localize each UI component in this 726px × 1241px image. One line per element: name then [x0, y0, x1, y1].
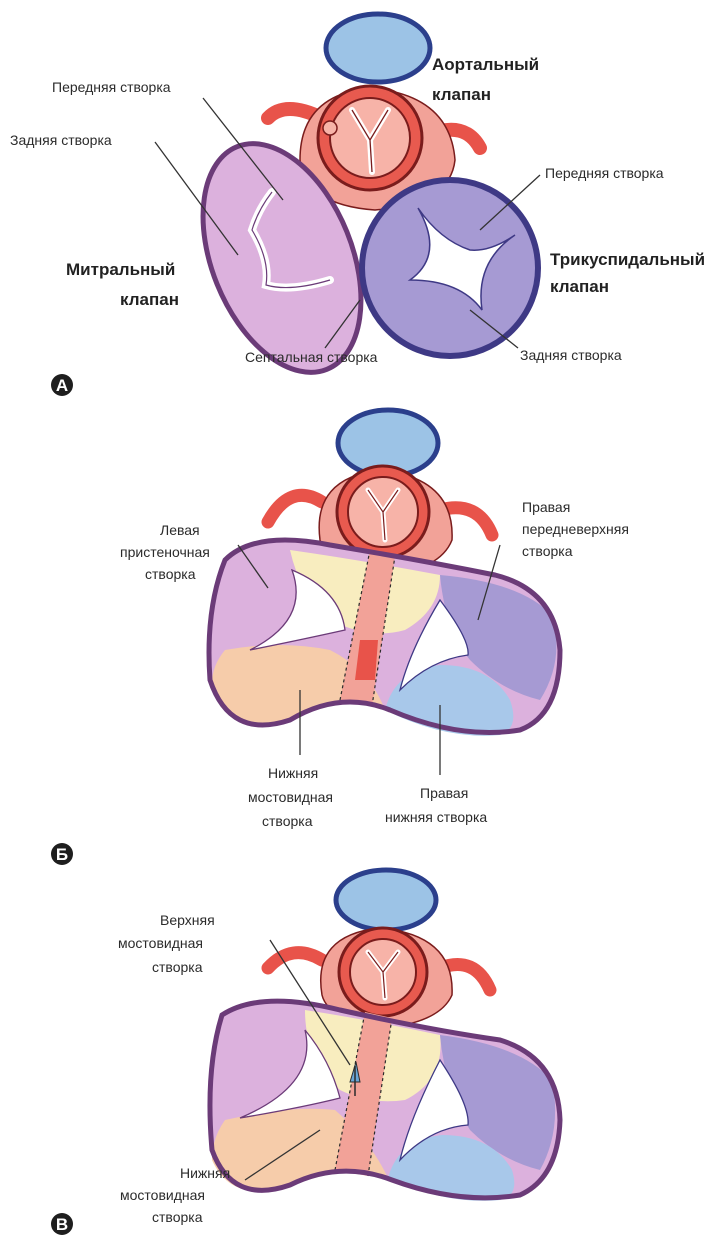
- pulmonary-valve-c: [336, 870, 436, 930]
- panel-c-letter: В: [56, 1215, 68, 1234]
- label-right-antsup-1: Правая: [522, 499, 570, 515]
- label-mitral-valve-2: клапан: [120, 290, 179, 309]
- panel-a: Передняя створка Задняя створка Аортальн…: [10, 14, 705, 396]
- label-inferior-bridging-b-3: створка: [262, 813, 313, 829]
- label-mitral-valve-1: Митральный: [66, 260, 175, 279]
- label-superior-bridging-3: створка: [152, 959, 203, 975]
- label-inferior-bridging-b-2: мостовидная: [248, 789, 333, 805]
- label-right-antsup-2: передневерхняя: [522, 521, 629, 537]
- label-left-mural-3: створка: [145, 566, 196, 582]
- label-inferior-bridging-c-3: створка: [152, 1209, 203, 1225]
- panel-b-letter: Б: [56, 845, 68, 864]
- common-av-valve-b: [209, 540, 560, 736]
- label-superior-bridging-1: Верхняя: [160, 912, 215, 928]
- label-superior-bridging-2: мостовидная: [118, 935, 203, 951]
- label-right-inferior-2: нижняя створка: [385, 809, 487, 825]
- label-mitral-posterior: Задняя створка: [10, 132, 112, 148]
- panel-c: Верхняя мостовидная створка Нижняя мосто…: [51, 870, 560, 1235]
- panel-a-letter: А: [56, 376, 68, 395]
- label-inferior-bridging-c-2: мостовидная: [120, 1187, 205, 1203]
- label-aortic-valve-2: клапан: [432, 85, 491, 104]
- label-tricuspid-valve-2: клапан: [550, 277, 609, 296]
- common-av-valve-c: [210, 1001, 560, 1201]
- pulmonary-valve-a: [326, 14, 430, 82]
- label-inferior-bridging-b-1: Нижняя: [268, 765, 318, 781]
- label-left-mural-1: Левая: [160, 522, 200, 538]
- label-tricuspid-posterior: Задняя створка: [520, 347, 622, 363]
- label-septal-leaflet: Септальная створка: [245, 349, 378, 365]
- label-right-antsup-3: створка: [522, 543, 573, 559]
- panel-b: Левая пристеночная створка Правая передн…: [51, 410, 629, 865]
- label-right-inferior-1: Правая: [420, 785, 468, 801]
- label-left-mural-2: пристеночная: [120, 544, 210, 560]
- label-tricuspid-anterior: Передняя створка: [545, 165, 664, 181]
- label-inferior-bridging-c-1: Нижняя: [180, 1165, 230, 1181]
- label-tricuspid-valve-1: Трикуспидальный: [550, 250, 705, 269]
- label-mitral-anterior: Передняя створка: [52, 79, 171, 95]
- label-aortic-valve-1: Аортальный: [432, 55, 539, 74]
